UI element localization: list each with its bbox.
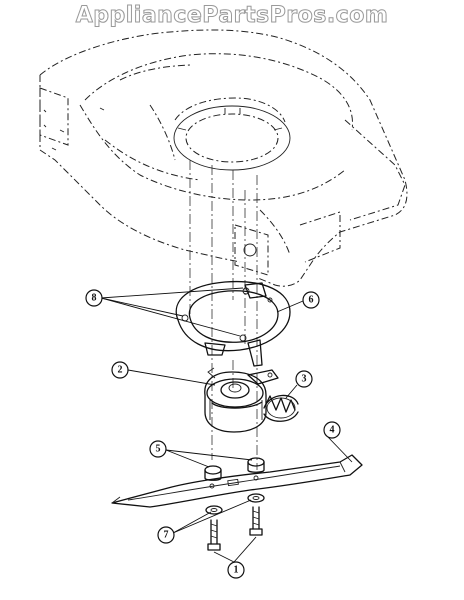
callout-label: 5 <box>156 444 161 455</box>
callout-3: 3 <box>285 370 313 399</box>
clutch <box>204 367 279 433</box>
bolts <box>207 506 263 551</box>
spacers <box>204 457 265 481</box>
callout-label: 2 <box>118 365 123 376</box>
callout-label: 1 <box>234 565 239 576</box>
blade <box>111 454 363 508</box>
mower-deck <box>39 29 408 287</box>
callout-label: 4 <box>330 425 335 436</box>
watermark-text: AppliancePartsPros.com <box>75 3 389 29</box>
washers <box>205 493 265 515</box>
callout-label: 3 <box>302 374 307 385</box>
alignment-lines <box>189 160 258 470</box>
callout-7: 7 <box>157 499 252 544</box>
spring <box>263 394 299 422</box>
callout-8: 8 <box>85 287 244 337</box>
callout-label: 8 <box>92 293 97 304</box>
callout-4: 4 <box>323 421 353 463</box>
bracket-ring <box>175 280 291 367</box>
callout-label: 7 <box>164 530 169 541</box>
callout-6: 6 <box>276 291 320 313</box>
callout-1: 1 <box>213 536 257 579</box>
callout-5: 5 <box>149 440 253 468</box>
callout-label: 6 <box>309 295 314 306</box>
callout-2: 2 <box>111 361 216 386</box>
